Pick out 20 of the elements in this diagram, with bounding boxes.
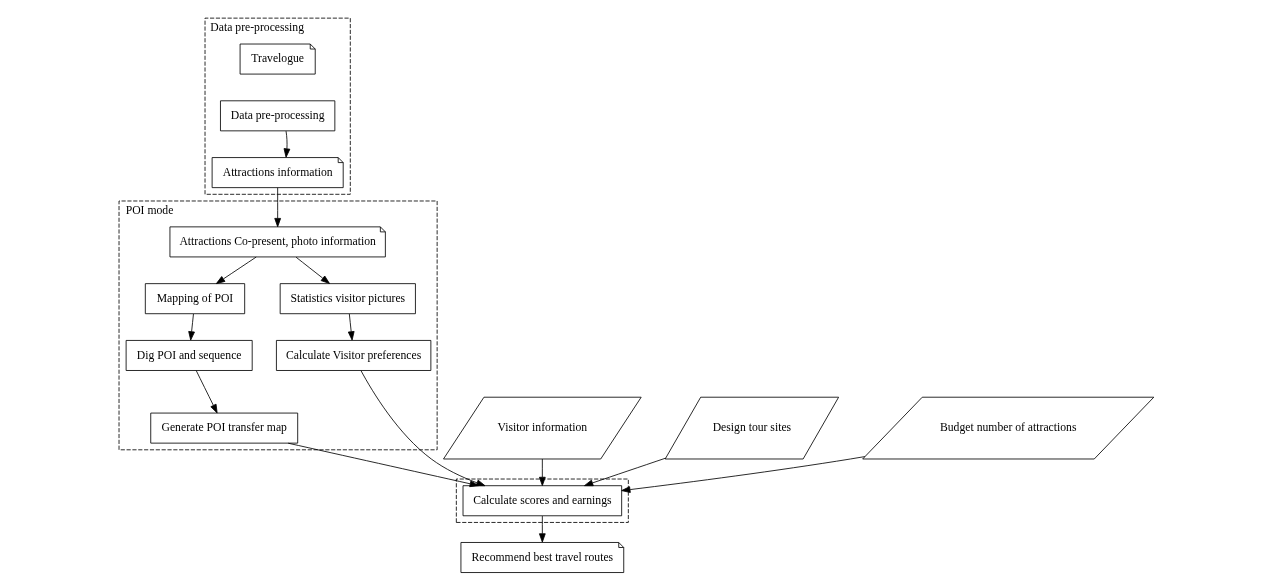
arrow xyxy=(538,515,546,543)
node-box: Mapping of POI xyxy=(144,283,245,315)
arrow xyxy=(620,456,865,493)
arrow xyxy=(287,442,479,488)
arrow xyxy=(347,313,355,341)
arrow xyxy=(295,256,330,284)
arrow xyxy=(360,370,485,487)
arrow xyxy=(283,130,290,158)
arrow xyxy=(187,313,195,341)
node-box: Generate POI transfer map xyxy=(149,412,298,444)
node-box: Data pre-processing xyxy=(219,100,335,132)
arrow xyxy=(195,370,218,414)
arrow xyxy=(273,187,281,228)
node-box: Calculate Visitor preferences xyxy=(275,340,431,371)
arrow xyxy=(215,256,257,284)
node-box: Statistics visitor pictures xyxy=(279,283,416,315)
node-box: Calculate scores and earnings xyxy=(462,485,622,517)
arrow xyxy=(538,458,546,487)
arrow xyxy=(583,457,666,487)
node-box: Dig POI and sequence xyxy=(125,340,253,371)
